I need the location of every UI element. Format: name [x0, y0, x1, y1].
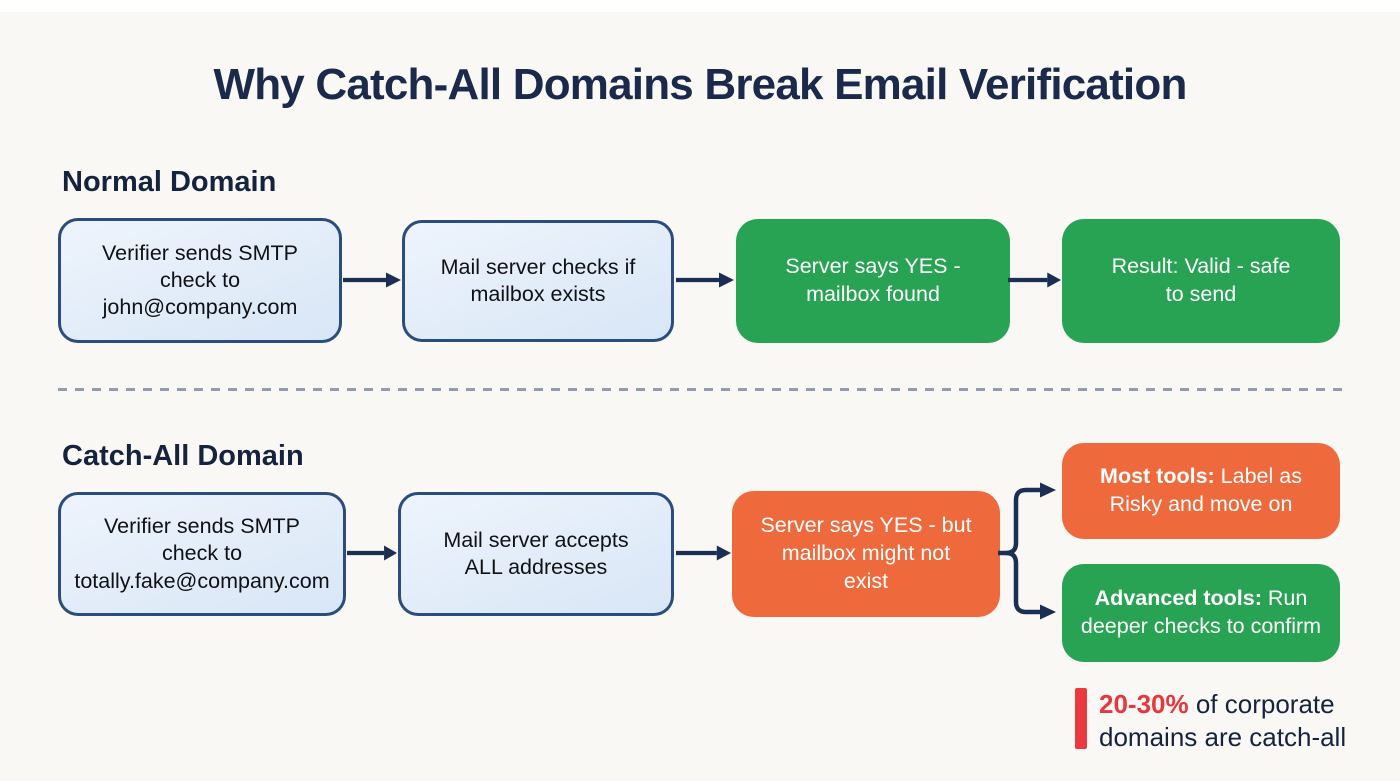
section-heading-normal-domain: Normal Domain — [62, 166, 277, 198]
step-box-mail-server-checks: Mail server checks if mailbox exists — [402, 220, 674, 342]
flow-arrow-icon — [676, 272, 734, 288]
step-box-mail-server-accepts-all: Mail server accepts ALL addresses — [398, 492, 674, 616]
step-box-server-says-yes: Server says YES - mailbox found — [736, 219, 1010, 343]
step-box-result-valid: Result: Valid - safe to send — [1062, 219, 1340, 343]
step-box-verifier-smtp-catchall: Verifier sends SMTP check to totally.fak… — [58, 492, 346, 616]
flow-arrow-icon — [347, 545, 397, 561]
outcome-rest-label: Run deeper checks to confirm — [1080, 586, 1322, 638]
outcome-text: Most tools: Label as Risky and move on — [1100, 463, 1302, 519]
flow-arrow-icon — [343, 272, 401, 288]
page-title: Why Catch-All Domains Break Email Verifi… — [213, 60, 1187, 109]
stat-percentage: 20-30% — [1099, 689, 1189, 719]
outcome-bold-label: Advanced tools: — [1094, 586, 1262, 611]
outcome-text: Advanced tools: Run deeper checks to con… — [1081, 585, 1321, 641]
outcome-bold-label: Most tools: — [1100, 464, 1215, 489]
top-white-strip — [0, 0, 1400, 12]
flow-arrow-icon — [1008, 272, 1061, 288]
branch-connector-icon — [998, 482, 1056, 620]
outcome-rest-label: Label as Risky and move on — [1109, 464, 1302, 516]
outcome-box-most-tools: Most tools: Label as Risky and move on — [1062, 443, 1340, 539]
section-heading-catchall-domain: Catch-All Domain — [62, 440, 304, 472]
outcome-box-advanced-tools: Advanced tools: Run deeper checks to con… — [1062, 564, 1340, 662]
stat-red-bar — [1075, 688, 1087, 749]
stat-text: 20-30% of corporate domains are catch-al… — [1099, 688, 1346, 755]
dashed-divider — [58, 388, 1342, 391]
stat-rest: of corporate domains are catch-all — [1099, 689, 1347, 753]
stat-callout: 20-30% of corporate domains are catch-al… — [1075, 688, 1346, 755]
step-box-server-says-yes-but: Server says YES - but mailbox might not … — [732, 491, 1000, 617]
step-box-verifier-smtp-normal: Verifier sends SMTP check to john@compan… — [58, 218, 342, 343]
flow-arrow-icon — [676, 545, 731, 561]
